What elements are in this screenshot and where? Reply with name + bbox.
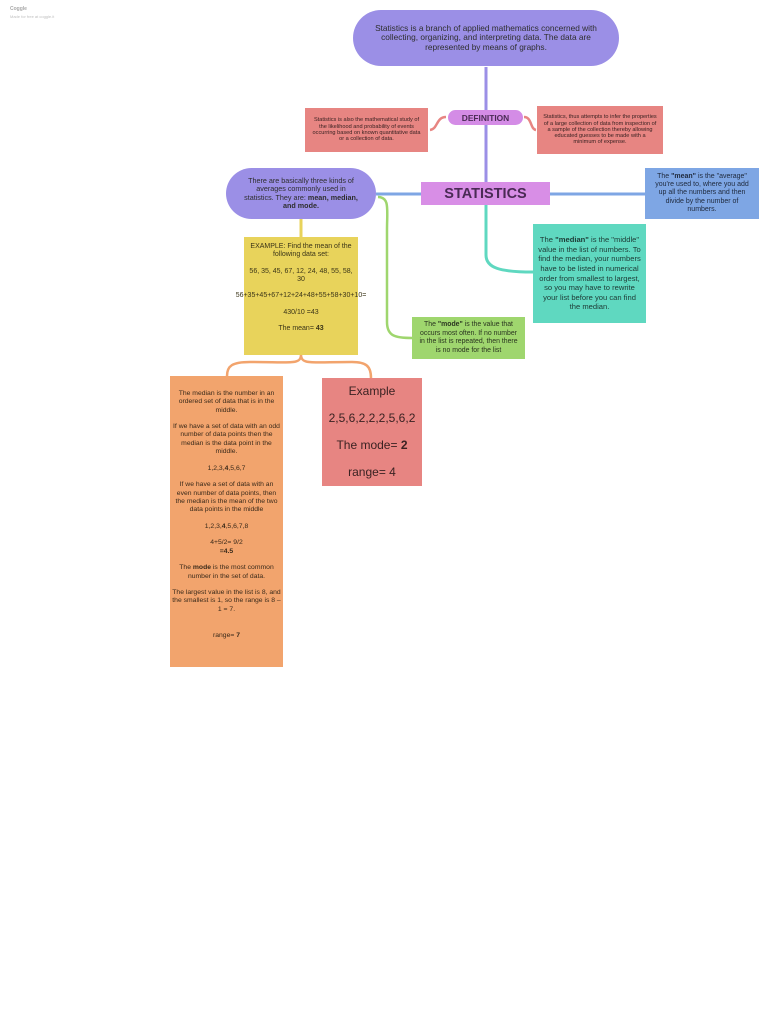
definition-left-text: Statistics is also the mathematical stud… [312,117,421,143]
median-line [484,205,534,274]
median-odd-sequence: 1,2,3,4,5,6,7 [207,464,246,472]
example-brace [225,354,373,379]
watermark-subtitle: Made for free at coggle.it [10,14,55,19]
mode-line [377,195,413,340]
definition-right-node[interactable]: Statistics, thus attempts to infer the p… [537,106,663,154]
mode-example-data: 2,5,6,2,2,2,5,6,2 [328,411,416,425]
median-definition: The median is the number in an ordered s… [178,390,275,414]
median-notes-node[interactable]: The median is the number in an ordered s… [170,376,283,667]
averages-kinds-node[interactable]: There are basically three kinds of avera… [226,168,376,219]
mean-example-dataset: 56, 35, 45, 67, 12, 24, 48, 55, 58, 30 [249,267,353,283]
mode-definition: The mode is the most common number in th… [179,564,274,580]
median-even-calc: 4+5/2= 9/2 [210,539,243,547]
mean-example-sum: 56+35+45+67+12+24+48+55+58+30+10= [235,292,367,300]
mode-node[interactable]: The "mode" is the value that occurs most… [412,317,525,359]
mean-text: The "mean" is the "average" you're used … [655,172,749,213]
def-left-bracket [429,115,447,132]
median-odd-rule: If we have a set of data with an odd num… [173,423,280,456]
median-even-rule: If we have a set of data with an even nu… [175,481,278,514]
mean-example-result: The mean= 43 [278,324,324,332]
statistics-intro-text: Statistics is a branch of applied mathem… [375,22,597,52]
statistics-label: STATISTICS [444,185,527,202]
range-result: range= 7 [212,632,241,640]
mean-node[interactable]: The "mean" is the "average" you're used … [645,168,759,219]
definition-right-text: Statistics, thus attempts to infer the p… [543,114,657,146]
median-text: The "median" is the "middle" value in th… [538,235,641,312]
median-even-sequence: 1,2,3,4,5,6,7,8 [204,522,249,530]
mode-example-node[interactable]: Example 2,5,6,2,2,2,5,6,2 The mode= 2 ra… [322,378,422,486]
mode-example-title: Example [348,384,396,398]
definition-label: DEFINITION [461,112,510,123]
median-even-result: =4.5 [219,547,234,555]
median-node[interactable]: The "median" is the "middle" value in th… [533,224,646,323]
mode-example-range: range= 4 [348,465,396,479]
mode-text: The "mode" is the value that occurs most… [419,321,518,354]
range-explanation: The largest value in the list is 8, and … [172,589,281,613]
mean-example-prompt: EXAMPLE: Find the mean of the following … [250,243,352,259]
statistics-intro-node[interactable]: Statistics is a branch of applied mathem… [353,10,619,66]
definition-left-node[interactable]: Statistics is also the mathematical stud… [305,108,428,152]
mode-example-result: The mode= 2 [336,438,408,452]
statistics-central-node[interactable]: STATISTICS [421,182,550,205]
mean-example-node[interactable]: EXAMPLE: Find the mean of the following … [236,237,366,355]
def-right-bracket [523,115,537,132]
watermark-title: Coggle [10,6,27,12]
averages-kinds-text: There are basically three kinds of avera… [244,175,358,210]
mean-example-division: 430/10 =43 [283,308,319,316]
definition-node[interactable]: DEFINITION [448,110,523,125]
